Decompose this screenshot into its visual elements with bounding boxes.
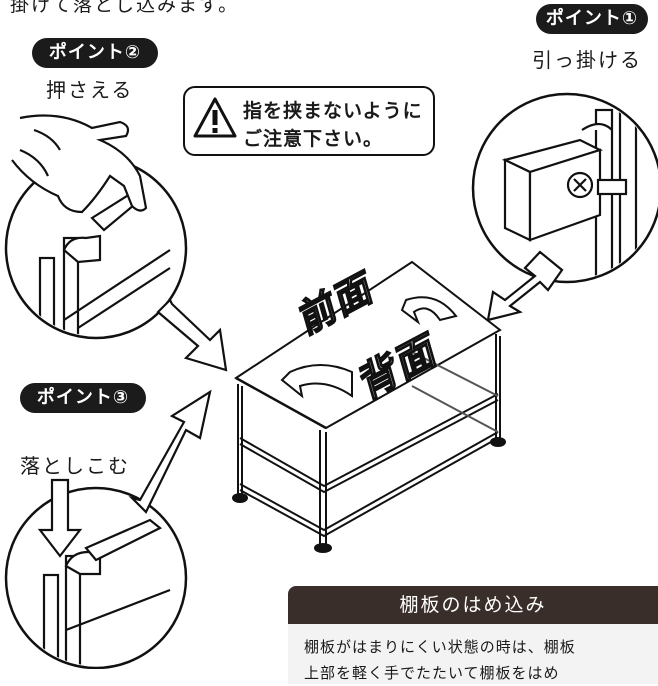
rotate-arrow-left: [280, 364, 353, 399]
warning-line1: 指を挟まないように: [243, 100, 423, 122]
shelf-note-line2: 上部を軽く手でたたいて棚板をはめ: [304, 664, 560, 682]
point2-arrow: [156, 298, 228, 372]
assembly-illustration: [4, 92, 658, 669]
down-arrow: [37, 478, 83, 558]
point1-badge: ポイント①: [536, 4, 648, 34]
point3-caption: 落としこむ: [20, 454, 130, 478]
point3-detail: [4, 486, 188, 669]
point3-arrow: [128, 389, 212, 514]
warning-line2: ご注意下さい。: [243, 128, 384, 150]
warning-icon: [193, 97, 237, 138]
shelf-note-line1: 棚板がはまりにくい状態の時は、棚板: [304, 638, 576, 656]
point1-arrow: [486, 250, 564, 322]
hand-illustration: [11, 114, 148, 214]
point1-caption: 引っ掛ける: [532, 48, 642, 72]
point2-badge: ポイント②: [32, 38, 158, 68]
point1-detail: [471, 92, 658, 284]
point2-caption: 押さえる: [46, 78, 134, 102]
shelf-note: 棚板のはめ込み 棚板がはまりにくい状態の時は、棚板 上部を軽く手でたたいて棚板を…: [288, 586, 658, 684]
rotate-arrow-right: [400, 296, 458, 325]
warning-box: 指を挟まないように ご注意下さい。: [183, 86, 435, 156]
shelf-note-title: 棚板のはめ込み: [288, 586, 658, 624]
shelf-note-body: 棚板がはまりにくい状態の時は、棚板 上部を軽く手でたたいて棚板をはめ: [288, 624, 658, 684]
intro-text: 掛けて落とし込みます。: [10, 0, 240, 16]
point3-badge: ポイント③: [20, 383, 146, 413]
